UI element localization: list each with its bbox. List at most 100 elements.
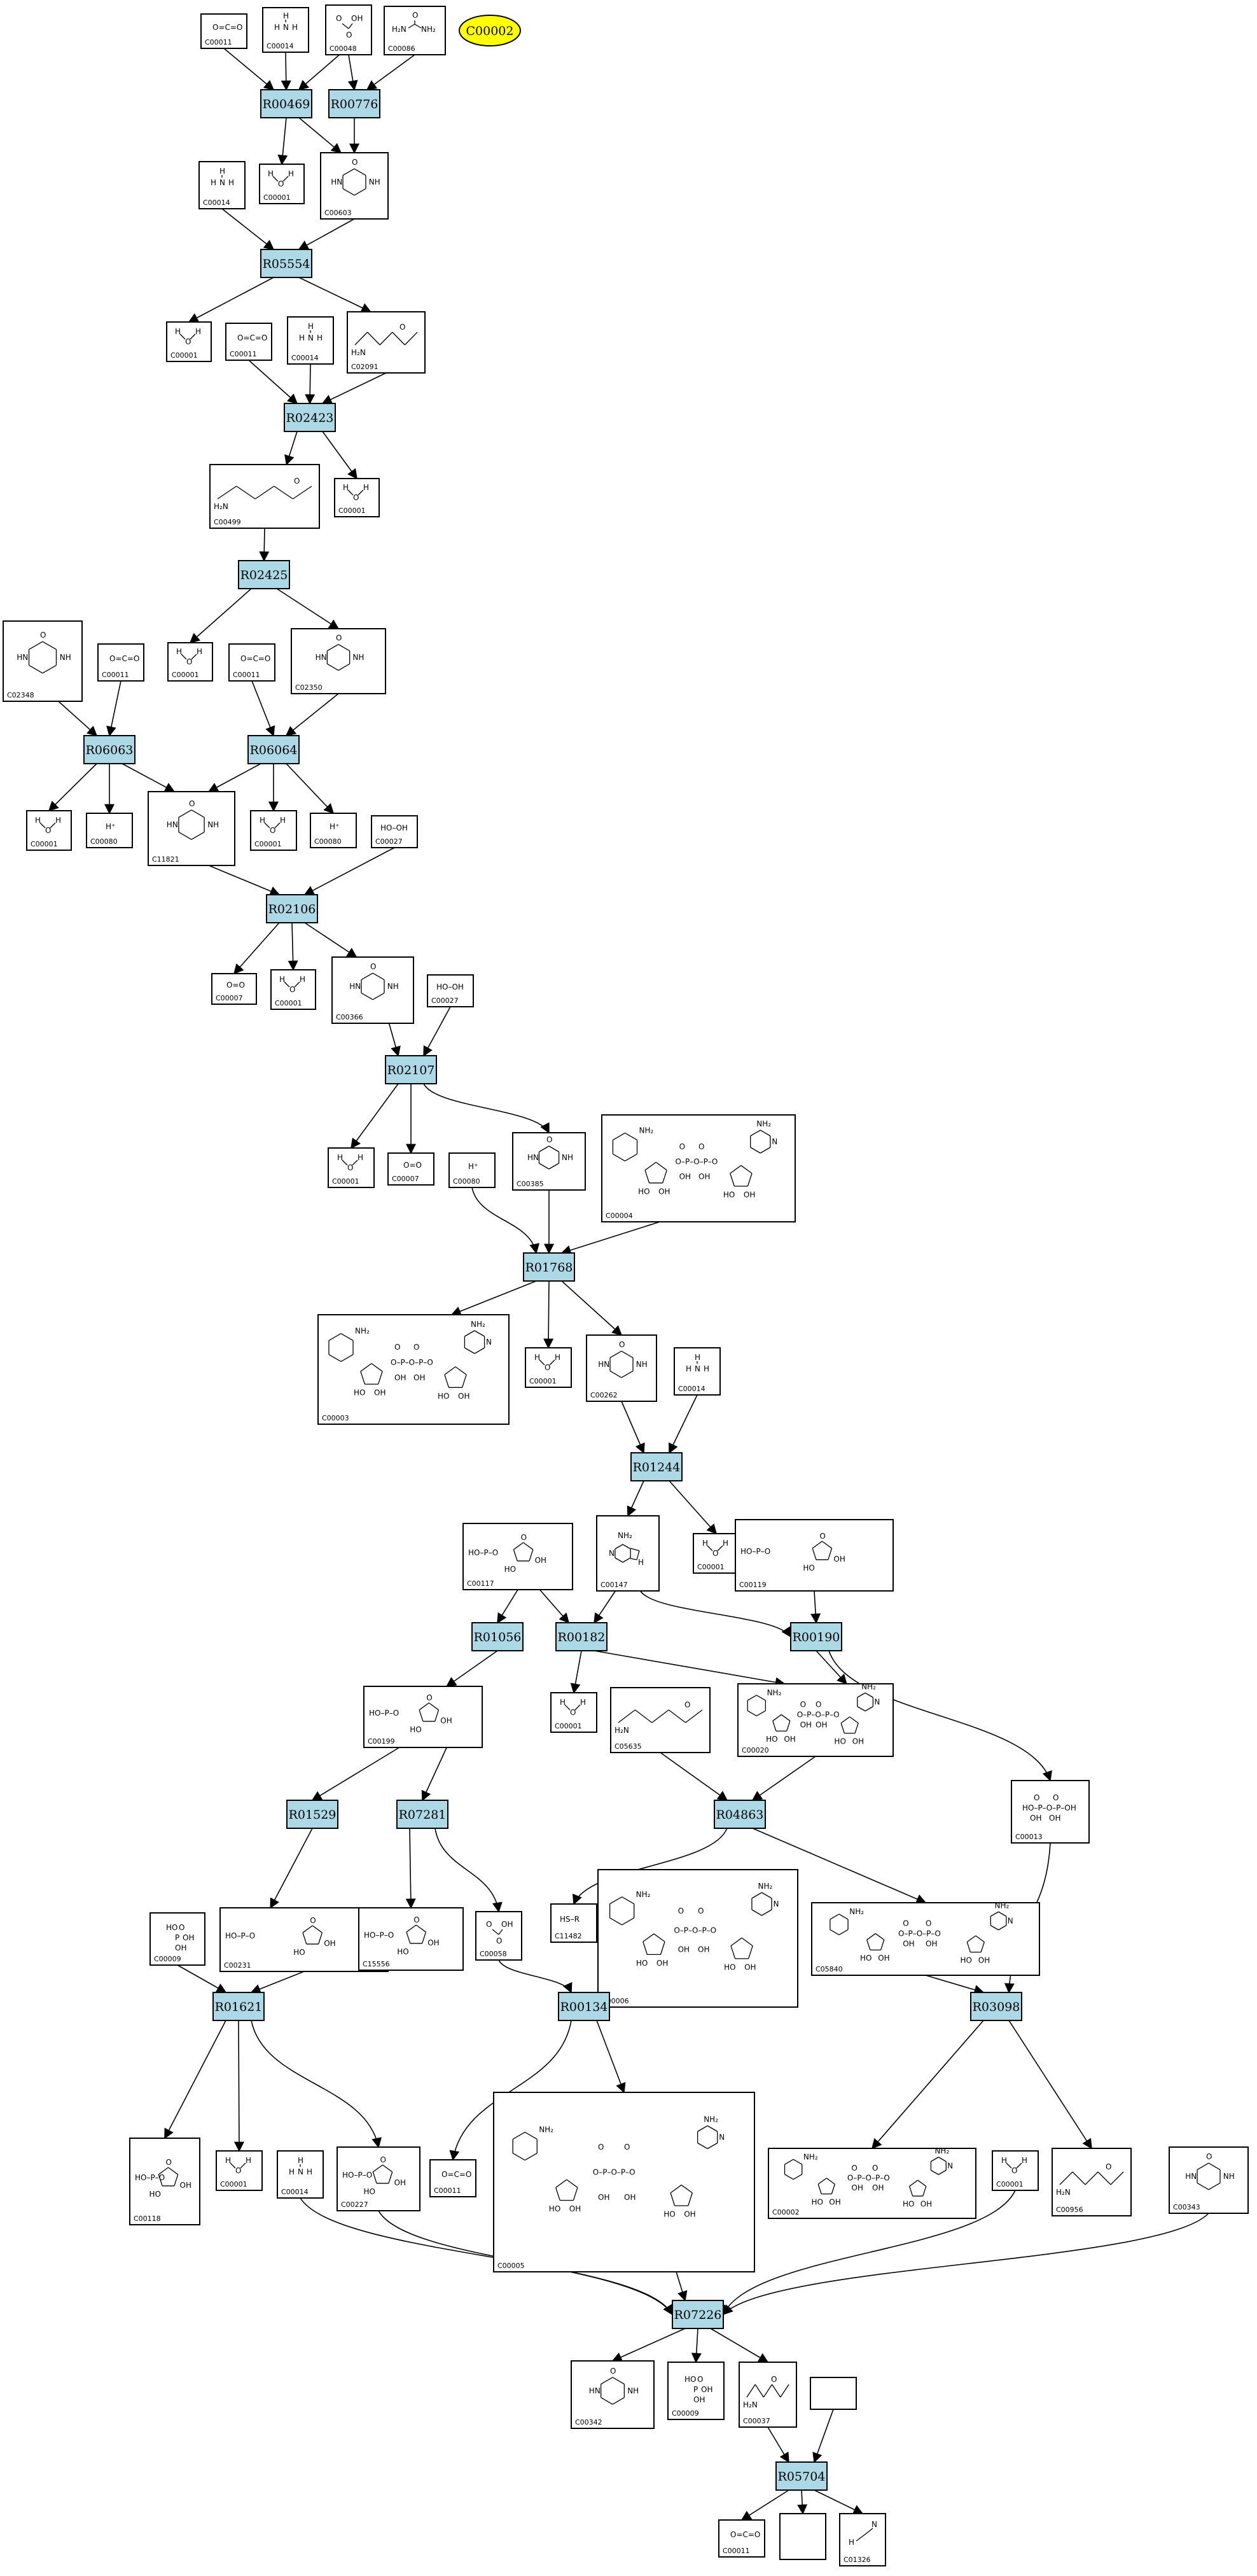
compound-box[interactable] [97, 643, 144, 682]
compound-box[interactable] [596, 1515, 660, 1592]
compound-box[interactable] [149, 1912, 205, 1966]
compound-box[interactable] [739, 2362, 797, 2428]
compound-box[interactable] [427, 974, 474, 1007]
compound-box[interactable] [597, 1869, 798, 2008]
compound-box[interactable] [270, 969, 316, 1010]
compound-box[interactable] [347, 311, 426, 374]
compound-box[interactable] [325, 4, 372, 55]
compound-box[interactable] [287, 316, 334, 365]
reaction-R01244[interactable]: R01244 [630, 1452, 683, 1481]
compound-box[interactable] [3, 620, 83, 702]
compound-box[interactable] [674, 1347, 721, 1396]
reaction-R02423[interactable]: R02423 [284, 403, 336, 432]
compound-box[interactable] [225, 323, 272, 361]
compound-box[interactable] [718, 2519, 765, 2558]
reaction-R00182[interactable]: R00182 [555, 1622, 608, 1651]
reaction-R02107[interactable]: R02107 [385, 1055, 437, 1084]
compound-box[interactable] [610, 1687, 711, 1753]
compound-box[interactable] [387, 1152, 434, 1186]
compound-box[interactable] [317, 1314, 510, 1425]
reaction-box[interactable] [266, 894, 318, 923]
start-compound[interactable]: C00002 [459, 15, 521, 46]
compound-box[interactable] [363, 1686, 483, 1748]
compound-box[interactable] [211, 973, 257, 1005]
compound-box[interactable] [462, 1523, 573, 1590]
reaction-R01621[interactable]: R01621 [212, 1992, 265, 2021]
start-compound-ellipse[interactable] [459, 15, 521, 46]
compound-box[interactable] [148, 791, 235, 866]
reaction-R01529[interactable]: R01529 [286, 1800, 338, 1829]
compound-box[interactable] [200, 13, 247, 49]
compound-box[interactable] [337, 2146, 420, 2211]
reaction-R05554[interactable]: R05554 [260, 249, 312, 278]
compound-box[interactable] [216, 2150, 263, 2191]
reaction-R05704[interactable]: R05704 [775, 2461, 828, 2491]
compound-empty[interactable] [779, 2513, 826, 2560]
reaction-R07281[interactable]: R07281 [396, 1800, 448, 1829]
reaction-box[interactable] [790, 1622, 842, 1651]
compound-box[interactable] [250, 810, 297, 851]
compound-box[interactable] [448, 1152, 496, 1188]
reaction-R04863[interactable]: R04863 [714, 1800, 766, 1829]
compound-box[interactable] [166, 321, 212, 362]
compound-empty[interactable] [810, 2377, 857, 2410]
compound-box[interactable] [429, 2159, 476, 2197]
compound-box[interactable] [259, 164, 305, 204]
reaction-R06063[interactable]: R06063 [83, 735, 135, 764]
reaction-box[interactable] [775, 2461, 828, 2491]
compound-box[interactable] [334, 478, 380, 517]
compound-C00080[interactable]: H⁺C00080 [448, 1152, 496, 1188]
reaction-R00190[interactable]: R00190 [790, 1622, 842, 1651]
reaction-box[interactable] [247, 735, 300, 764]
compound-box[interactable] [737, 1683, 894, 1757]
reaction-box[interactable] [238, 560, 290, 589]
compound-box[interactable] [571, 2360, 655, 2429]
reaction-box[interactable] [328, 89, 380, 118]
reaction-box[interactable] [83, 735, 135, 764]
reaction-box[interactable] [471, 1622, 524, 1651]
reaction-box[interactable] [523, 1252, 575, 1282]
reaction-box[interactable] [555, 1622, 608, 1651]
compound-box[interactable] [277, 2150, 324, 2199]
compound-box[interactable] [384, 6, 446, 55]
compound-box[interactable] [693, 1533, 740, 1574]
reaction-box[interactable] [286, 1800, 338, 1829]
